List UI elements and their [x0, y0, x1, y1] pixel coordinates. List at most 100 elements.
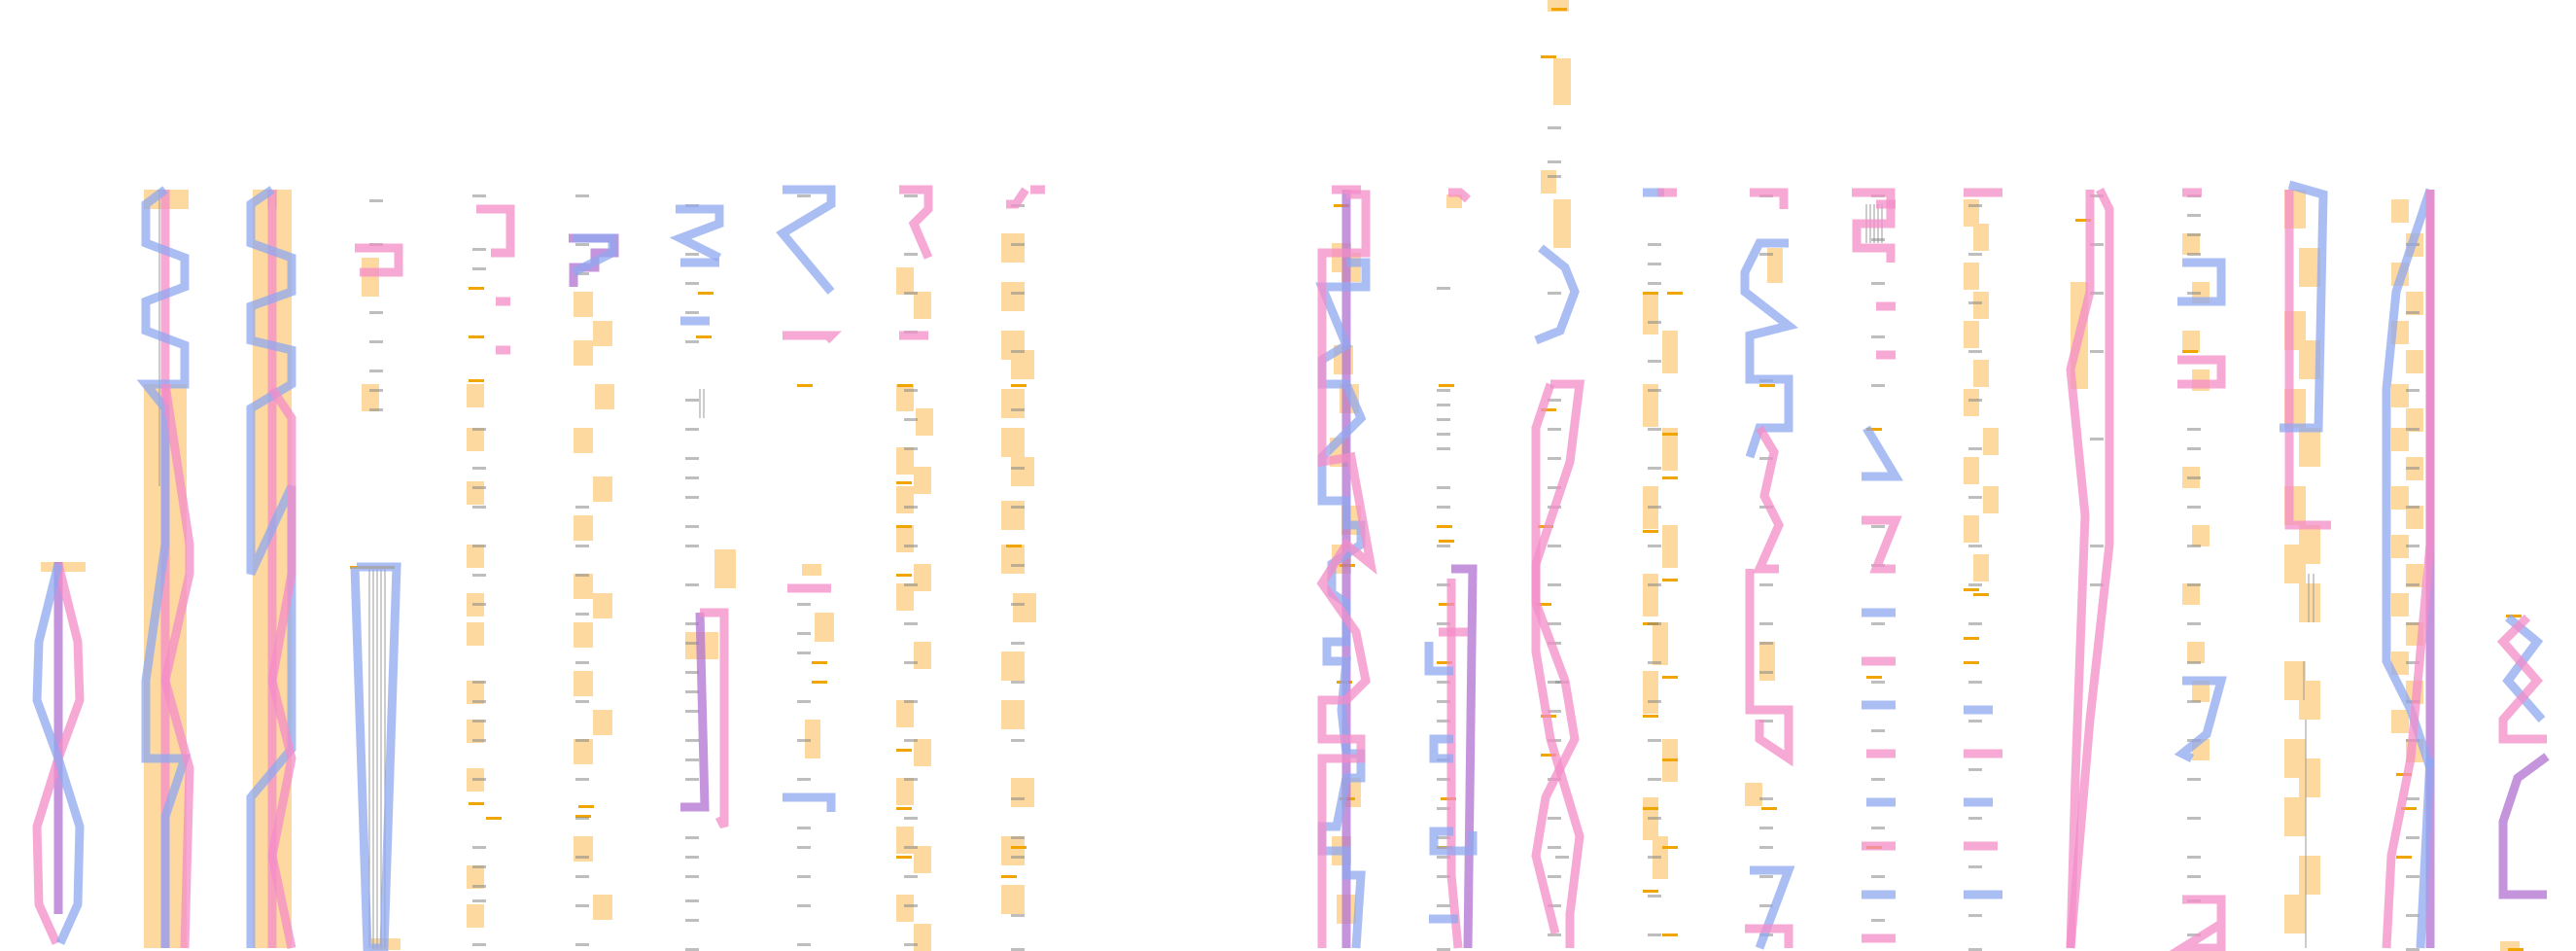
alignment-block — [2187, 642, 2205, 663]
alignment-block — [1001, 836, 1025, 865]
alignment-block — [1011, 457, 1034, 486]
alignment-block — [362, 258, 379, 297]
annotation-label — [685, 476, 699, 479]
annotation-label — [904, 817, 918, 820]
annotation-label — [1648, 321, 1661, 324]
annotation-label — [369, 389, 383, 392]
alignment-block — [2391, 593, 2409, 616]
annotation-label — [1548, 583, 1561, 586]
annotation-label — [904, 661, 918, 664]
annotation-label — [904, 583, 918, 586]
annotation-label — [1759, 846, 1773, 849]
alignment-block — [805, 720, 820, 758]
annotation-label — [1011, 914, 1025, 917]
synteny-ribbon — [1446, 579, 1463, 949]
annotation-label — [1648, 856, 1661, 859]
synteny-ribbon — [160, 383, 194, 949]
synteny-ribbon — [2382, 190, 2435, 949]
annotation-label — [797, 700, 811, 703]
annotation-label — [904, 875, 918, 878]
annotation-label — [1548, 457, 1561, 460]
annotation-label — [575, 545, 589, 547]
annotation-label — [1759, 253, 1773, 256]
annotation-label — [1548, 817, 1561, 820]
alignment-block — [2192, 681, 2210, 702]
annotation-label — [472, 865, 486, 868]
annotation-label — [685, 642, 699, 645]
synteny-ribbon — [1531, 382, 1580, 935]
annotation-label — [1968, 681, 1982, 684]
annotation-label — [1011, 408, 1025, 411]
synteny-ribbon — [2177, 355, 2226, 389]
alignment-block — [2391, 710, 2409, 733]
alignment-block — [1973, 554, 1989, 581]
annotation-label — [1437, 856, 1450, 859]
annotation-label — [2406, 661, 2419, 664]
synteny-ribbon — [1006, 187, 1029, 209]
alignment-block — [802, 564, 821, 576]
annotation-label — [1648, 428, 1661, 431]
alignment-block — [593, 476, 612, 502]
alignment-block — [1745, 783, 1762, 806]
alignment-block — [1759, 642, 1775, 681]
annotation-label — [1759, 642, 1773, 645]
annotation-label — [685, 919, 699, 922]
annotation-label — [685, 253, 699, 256]
annotation-label — [1759, 671, 1773, 674]
synteny-ribbon — [2066, 190, 2095, 949]
alignment-block — [574, 671, 593, 696]
alignment-block — [1983, 428, 1999, 455]
annotation-label — [1011, 836, 1025, 839]
annotation-label — [2406, 836, 2419, 839]
annotation-label — [1871, 875, 1885, 878]
annotation-tick — [469, 335, 484, 338]
annotation-label — [2187, 292, 2201, 295]
alignment-block — [1767, 248, 1783, 283]
annotation-tick — [1334, 204, 1349, 207]
alignment-block — [815, 613, 834, 642]
annotation-label — [472, 603, 486, 606]
annotation-label — [1437, 875, 1450, 878]
annotation-label — [2406, 467, 2419, 470]
annotation-label — [472, 574, 486, 577]
alignment-block — [896, 447, 914, 475]
annotation-label — [2187, 214, 2201, 217]
annotation-label — [575, 243, 589, 246]
annotation-tick — [1011, 846, 1027, 849]
annotation-tick — [797, 384, 813, 387]
annotation-label — [575, 739, 589, 742]
alignment-block — [2406, 506, 2423, 529]
annotation-label — [1437, 778, 1450, 781]
annotation-label — [575, 574, 589, 577]
annotation-label — [1871, 827, 1885, 829]
annotation-label — [1648, 243, 1661, 246]
annotation-label — [2090, 438, 2104, 440]
alignment-block — [2500, 941, 2520, 951]
annotation-label — [575, 943, 589, 946]
alignment-block — [467, 904, 484, 928]
annotation-tick — [1964, 661, 1979, 664]
annotation-label — [1548, 160, 1561, 163]
annotation-label — [1648, 389, 1661, 392]
alignment-block — [1964, 515, 1979, 543]
annotation-label — [904, 846, 918, 849]
synteny-ribbon — [2174, 676, 2227, 763]
alignment-block — [914, 292, 931, 319]
annotation-label — [1011, 350, 1025, 353]
annotation-label — [797, 875, 811, 878]
annotation-label — [1968, 301, 1982, 304]
annotation-label — [1011, 681, 1025, 684]
annotation-label — [685, 525, 699, 528]
annotation-label — [797, 827, 811, 829]
annotation-label — [1968, 350, 1982, 353]
annotation-label — [1437, 720, 1450, 722]
annotation-label — [472, 681, 486, 684]
alignment-block — [1964, 263, 1979, 290]
alignment-block — [1553, 199, 1571, 248]
alignment-block — [914, 642, 931, 669]
annotation-label — [575, 904, 589, 907]
annotation-label — [369, 340, 383, 343]
synteny-ribbon — [1745, 924, 1793, 948]
annotation-label — [2187, 778, 2201, 781]
